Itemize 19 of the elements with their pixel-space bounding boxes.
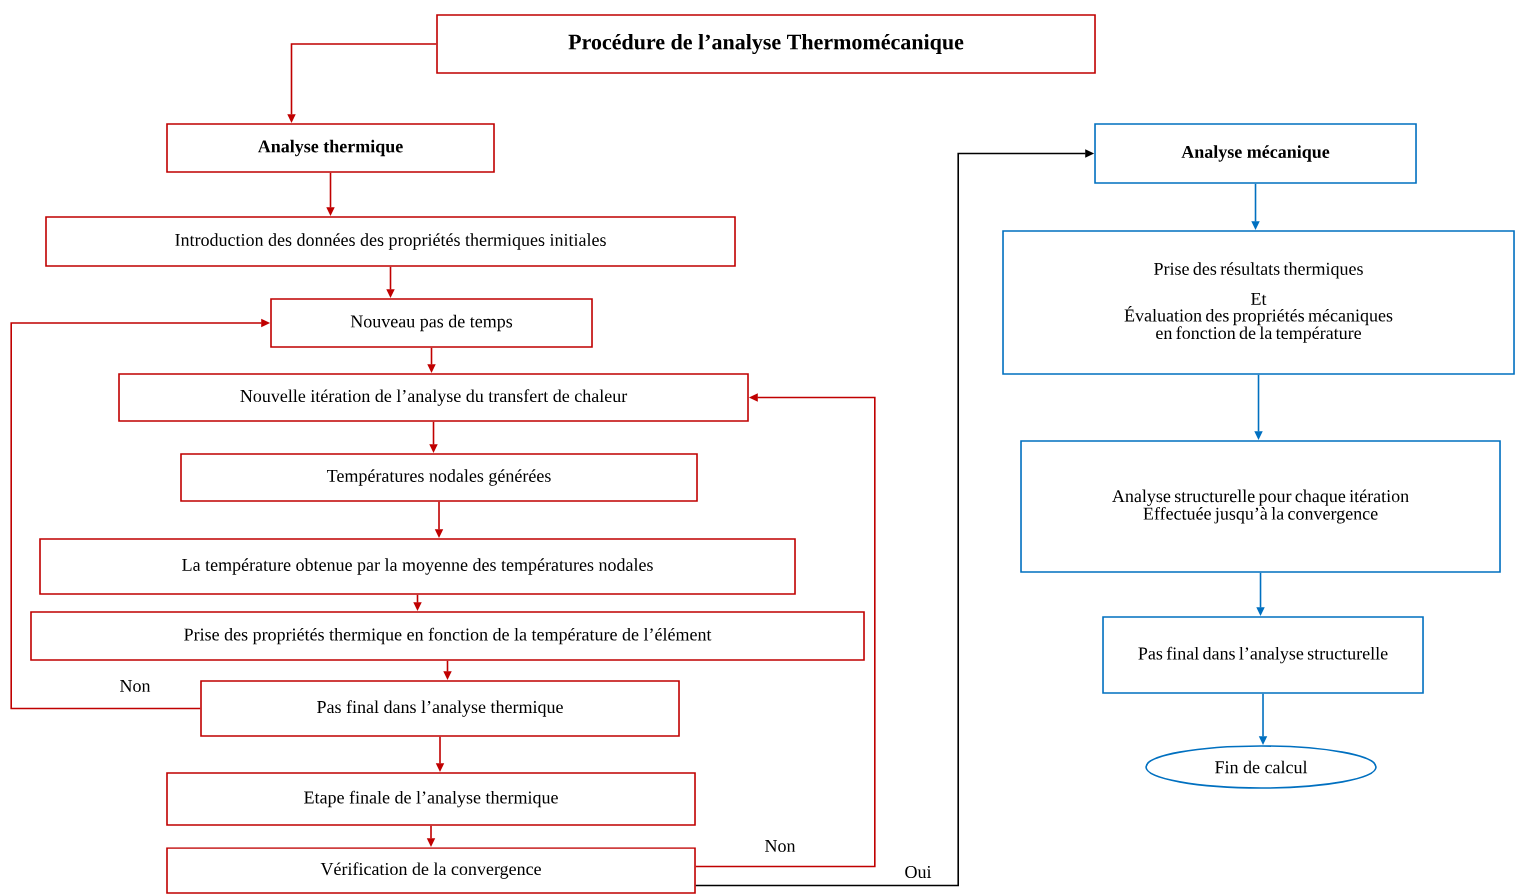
- process-box: Prise des résultats thermiques Et Évaluation des propriétés mécaniques en fonction de la température: [1002, 230, 1515, 375]
- arrow: [695, 393, 876, 868]
- process-box: Analyse thermique: [166, 123, 495, 173]
- process-box: Prise des propriétés thermique en fonction de la température de l’élément: [30, 611, 865, 661]
- process-box: Introduction des données des propriétés thermiques initiales: [45, 216, 736, 267]
- process-box: Températures nodales générées: [180, 453, 698, 502]
- edge-label: Non: [118, 679, 152, 693]
- edge-label: Oui: [903, 864, 933, 880]
- process-box: Vérification de la convergence: [166, 847, 696, 894]
- process-box: Analyse structurelle pour chaque itération Effectuée jusqu’à la convergence: [1020, 440, 1501, 573]
- process-box: Nouveau pas de temps: [270, 298, 593, 348]
- title-box: Procédure de l’analyse Thermomécanique: [436, 14, 1096, 74]
- process-box: Etape finale de l’analyse thermique: [166, 772, 696, 826]
- process-box: Pas final dans l’analyse thermique: [200, 680, 680, 737]
- process-box: Nouvelle itération de l’analyse du transfert de chaleur: [118, 373, 749, 422]
- process-box: Analyse mécanique: [1094, 123, 1417, 184]
- process-box: La température obtenue par la moyenne des températures nodales: [39, 538, 796, 595]
- process-box: Pas final dans l’analyse structurelle: [1102, 616, 1424, 694]
- edge-label: Non: [763, 839, 797, 853]
